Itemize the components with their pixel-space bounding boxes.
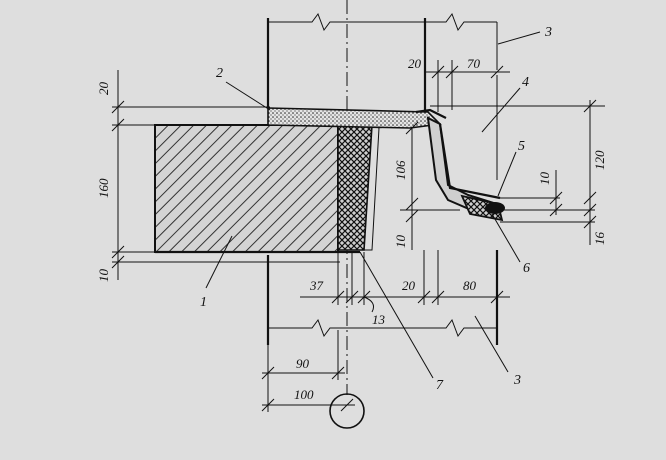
flashing-top [415, 108, 447, 119]
bottom-dimensions-lower: 90 100 [261, 330, 355, 412]
dim-v-106: 106 [393, 160, 408, 180]
dim-bot-37: 37 [309, 278, 324, 293]
top-dimensions: 20 70 [408, 56, 510, 112]
dim-v-10-right: 10 [537, 172, 552, 186]
gasket-5 [485, 202, 505, 214]
dim-right-16: 16 [592, 232, 607, 246]
dim-left-10: 10 [96, 269, 111, 283]
middle-vertical-dimensions: 106 10 [393, 121, 460, 250]
filler-7 [337, 124, 373, 251]
left-dimensions: 20 160 10 [96, 70, 340, 282]
bottom-dimensions-upper: 37 13 20 80 [300, 250, 510, 327]
callout-4: 4 [522, 75, 529, 90]
break-mark-bottom [268, 318, 497, 338]
callout-1: 1 [200, 295, 207, 310]
callout-3-bottom: 3 [513, 373, 521, 388]
callout-7: 7 [436, 378, 444, 393]
dim-top-mid-20: 20 [408, 56, 422, 71]
callout-5: 5 [518, 139, 525, 154]
grid-axis-marker [329, 393, 365, 429]
dim-bot-20: 20 [402, 278, 416, 293]
right-dimensions: 120 10 16 [430, 99, 607, 246]
dim-bot-13: 13 [372, 312, 386, 327]
dim-right-120: 120 [592, 150, 607, 170]
dim-top-20: 20 [96, 82, 111, 96]
dim-left-160: 160 [96, 178, 111, 198]
slab-element-1 [154, 124, 339, 253]
break-mark-top [268, 12, 497, 32]
callout-3-top: 3 [544, 25, 552, 40]
callout-6: 6 [523, 261, 530, 276]
mortar-layer-2 [267, 107, 442, 129]
callout-2: 2 [216, 66, 223, 81]
dim-bot-100: 100 [294, 387, 314, 402]
callout-leaders [205, 31, 541, 379]
dim-bot-80: 80 [463, 278, 477, 293]
dim-v-10-lower: 10 [393, 235, 408, 249]
flashing-line [438, 123, 501, 200]
dim-top-70: 70 [467, 56, 481, 71]
dim-bot-90: 90 [296, 356, 310, 371]
